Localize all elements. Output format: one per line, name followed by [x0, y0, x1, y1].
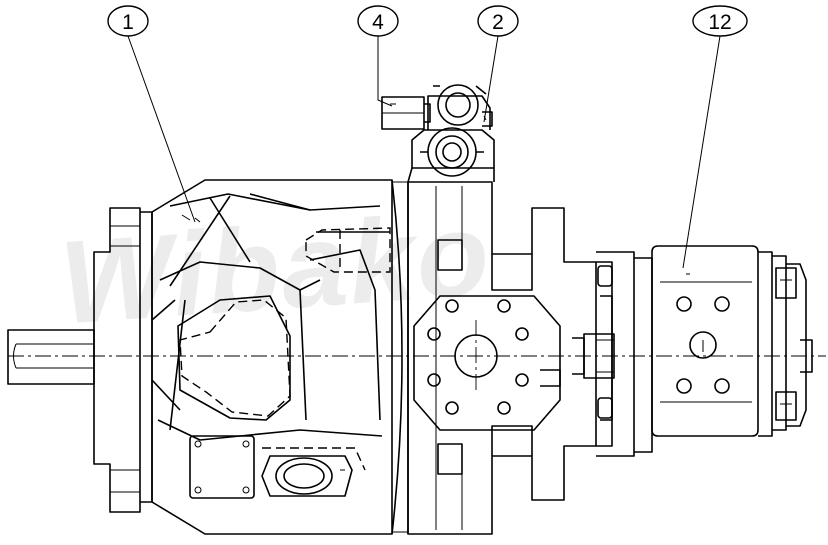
pump-adapter: [572, 251, 653, 457]
callout-12: 12: [692, 5, 748, 37]
leader-line-4: [377, 36, 393, 107]
intermediate-block: [407, 181, 597, 535]
callout-2: 2: [477, 5, 519, 37]
leader-line-12: [682, 35, 721, 269]
callout-4-label: 4: [372, 11, 384, 34]
callout-12-label: 12: [708, 11, 731, 34]
gear-pump: [651, 245, 813, 437]
callout-4: 4: [357, 5, 399, 37]
callout-1-label: 1: [122, 11, 134, 34]
callout-2-label: 2: [492, 11, 504, 34]
control-valve: [381, 84, 495, 183]
watermark-logo: Wibako: [56, 188, 495, 350]
leader-line-1: [127, 35, 196, 223]
callout-1: 1: [107, 5, 149, 37]
leader-line-2: [483, 35, 499, 123]
